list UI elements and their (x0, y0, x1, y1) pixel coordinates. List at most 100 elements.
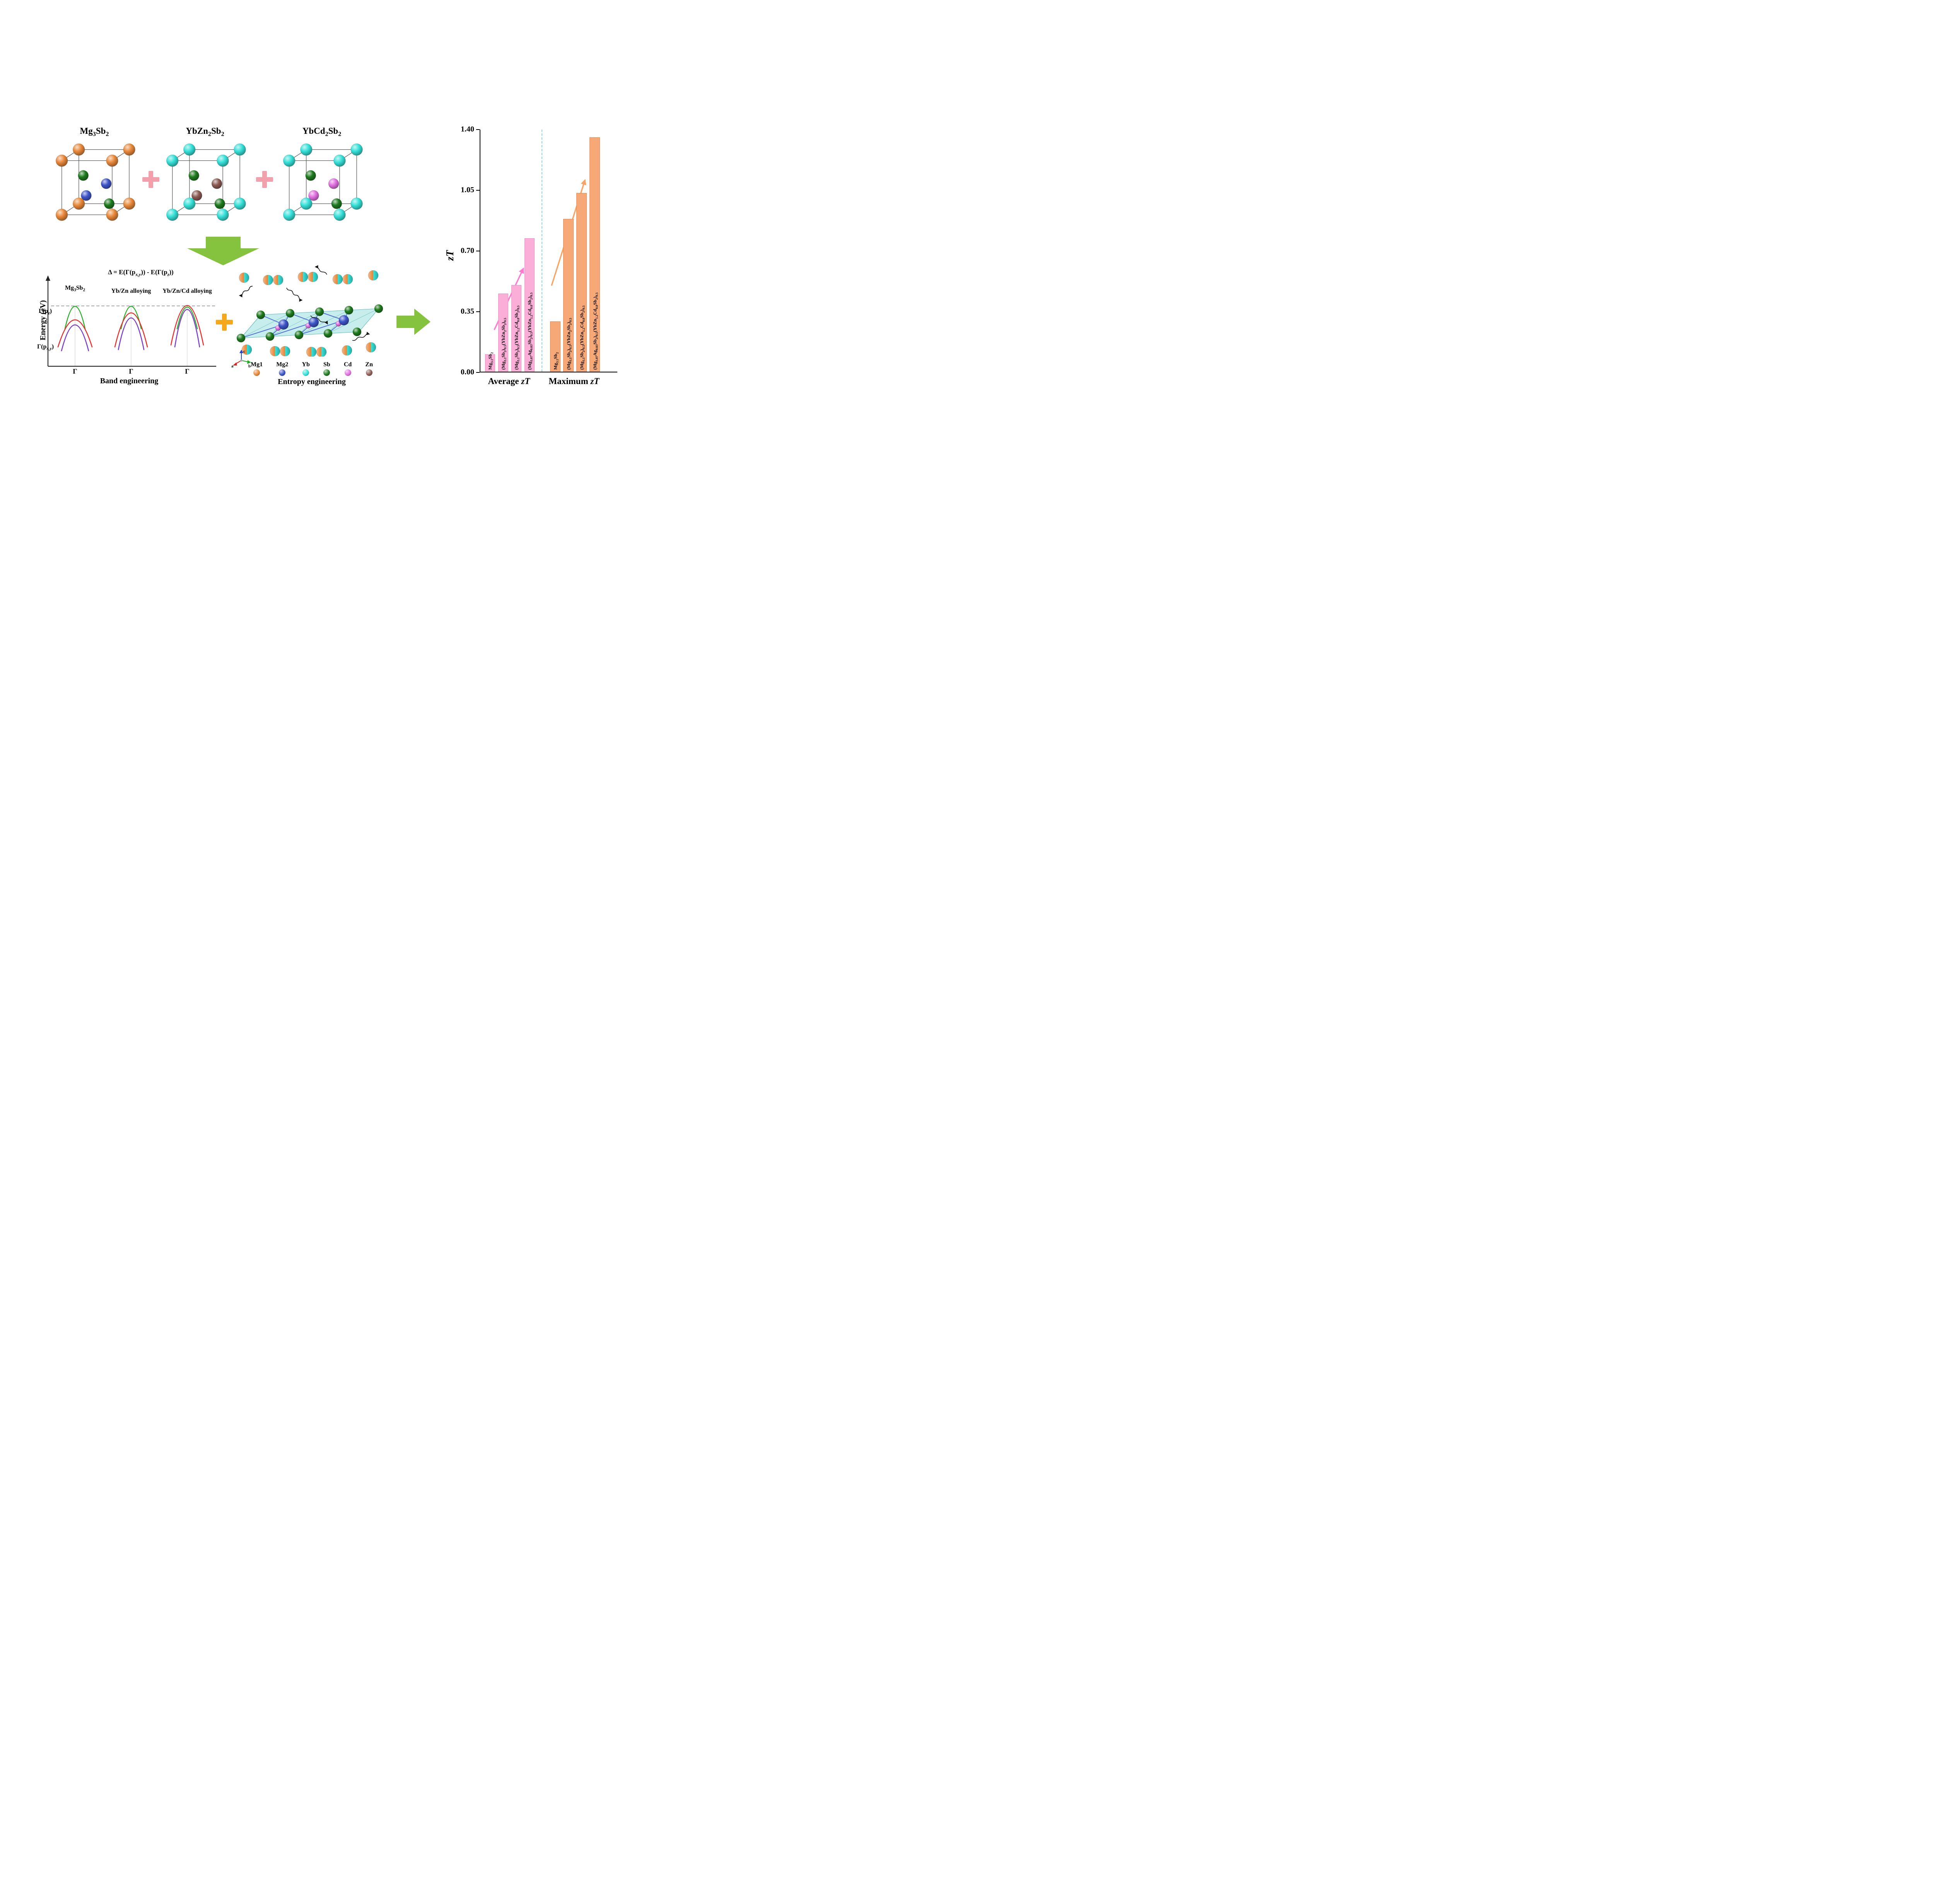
atom-sphere (123, 143, 135, 156)
atom-sphere (306, 347, 317, 357)
y-tick-label: 1.05 (461, 186, 474, 194)
legend-label: Mg1 (251, 361, 263, 368)
atom-sphere (73, 197, 85, 210)
legend-item-mg1: Mg1 (251, 361, 263, 376)
atom-sphere (256, 310, 265, 319)
group-label-average-zt: Average zT (488, 376, 530, 386)
atom-sphere (106, 208, 118, 221)
legend-label: Cd (343, 361, 352, 368)
legend-label: Sb (323, 361, 330, 368)
bar-maximum-0 (550, 321, 560, 372)
unit-cell-ybzn2sb2 (166, 143, 246, 221)
band-diagram-svg (46, 275, 216, 367)
atom-sphere (183, 143, 196, 156)
bar-label: (Mg3.1Sb2)0.5(YbZn2Sb2)0.5 (566, 318, 572, 370)
plus-icon (216, 314, 233, 331)
atom-sphere (331, 198, 342, 209)
legend-item-sb: Sb (323, 361, 330, 376)
atom-sphere (328, 178, 339, 189)
atom-sphere (316, 347, 327, 357)
bar-label: Mg3.1Sb2 (552, 352, 559, 370)
band-label-mg3sb2: Mg3Sb2 (65, 285, 85, 293)
atom-sphere (217, 208, 229, 221)
gamma-pxy-label: Γ(px,y) (37, 343, 54, 352)
structure-ybcd2sb2: YbCd2Sb2 (275, 126, 368, 227)
atom-sphere (81, 190, 92, 201)
atom-sphere (278, 319, 289, 330)
atom-sphere (73, 143, 85, 156)
atom-sphere (234, 143, 246, 156)
atom-sphere (101, 178, 112, 189)
atom-sphere (374, 304, 383, 313)
phonon-scattering-arrow (310, 315, 328, 325)
band-engineering-caption: Band engineering (100, 377, 159, 385)
atom-sphere (56, 208, 68, 221)
phonon-scattering-arrow (314, 265, 327, 275)
bar-maximum-1 (563, 219, 574, 372)
legend-label: Zn (365, 361, 373, 368)
atom-sphere (333, 154, 346, 167)
atom-sphere (297, 272, 308, 282)
atom-sphere (338, 315, 349, 326)
atom-sphere (333, 208, 346, 221)
band-engineering-panel: Δ = E(Γ(px,y)) - E(Γ(pz)) Mg3Sb2 Yb/Zn a… (36, 268, 222, 388)
atom-sphere (350, 143, 363, 156)
atom-sphere (332, 274, 343, 285)
atom-sphere (234, 197, 246, 210)
atom-sphere (308, 317, 319, 328)
atom-sphere (106, 154, 118, 167)
bar-label: Mg3.1Sb2 (487, 352, 494, 370)
plus-icon (142, 171, 159, 188)
atom-sphere (305, 170, 316, 181)
structure-title: YbCd2Sb2 (302, 126, 342, 138)
y-tick-label: 0.70 (461, 246, 474, 255)
axis-b-label: b (248, 364, 251, 369)
gamma-tick: Γ (185, 367, 190, 375)
atom-sphere (308, 190, 319, 201)
atom-sphere (78, 170, 89, 181)
atom-sphere (350, 197, 363, 210)
gamma-pz-label: Γ(pz) (39, 308, 52, 316)
phonon-scattering-arrow (352, 331, 370, 341)
atom-sphere (308, 272, 318, 282)
y-tick-label: 0.35 (461, 307, 474, 316)
bar-average-1 (498, 294, 508, 372)
atom-sphere (300, 197, 313, 210)
bar-maximum-2 (576, 193, 587, 372)
atom-sphere (352, 327, 362, 336)
atom-sphere (56, 154, 68, 167)
atom-sphere (273, 275, 284, 285)
plus-icon (256, 171, 273, 188)
atom-sphere (188, 170, 199, 181)
atom-sphere (211, 178, 222, 189)
atom-sphere (270, 346, 280, 357)
phonon-scattering-arrow (286, 287, 303, 302)
atom-sphere (241, 344, 252, 355)
bar-label: (Mg3.1Sb2)0.5(YbZn1.2Cd0.8Sb2)0.5 (514, 305, 520, 370)
entropy-engineering-caption: Entropy engineering (278, 377, 346, 386)
axis-a-label: a (231, 364, 234, 369)
legend-item-mg2: Mg2 (276, 361, 288, 376)
legend-sphere-mg1 (253, 369, 260, 376)
structure-ybzn2sb2: YbZn2Sb2 (159, 126, 251, 227)
unit-cell-ybcd2sb2 (283, 143, 363, 221)
bar-label: (Mg3.1Sb2)0.5(YbZn1.2Cd0.8Sb2)0.5 (579, 305, 585, 370)
atom-sphere (104, 198, 115, 209)
atom-sphere (283, 154, 296, 167)
atom-sphere (368, 270, 379, 281)
bar-average-0 (485, 354, 495, 372)
atom-sphere (191, 190, 202, 201)
legend-sphere-mg2 (279, 369, 286, 376)
legend-sphere-yb (302, 369, 309, 376)
phonon-scattering-arrow (239, 286, 253, 297)
y-tick-label: 1.40 (461, 125, 474, 133)
y-tick-mark (476, 190, 480, 191)
crystal-axes-icon: a b c (231, 349, 251, 369)
bar-label: (Mg3.07Ag0.03Sb2)0.5(YbZn1.2Cd0.8Sb2)0.5 (592, 292, 598, 370)
bar-label: (Mg3.1Sb2)0.5(YbZn2Sb2)0.5 (501, 318, 507, 370)
legend-sphere-cd (344, 369, 351, 376)
y-tick-mark (476, 129, 480, 130)
gamma-tick: Γ (73, 367, 77, 375)
group-label-maximum-zt: Maximum zT (548, 376, 600, 386)
